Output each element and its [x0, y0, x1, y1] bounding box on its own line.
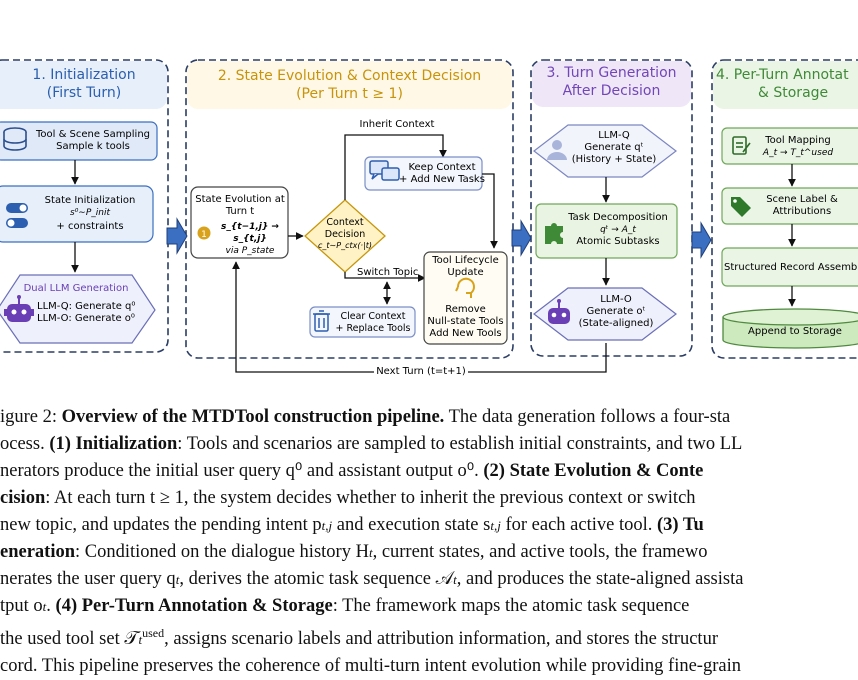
clear-context-text: Clear Context+ Replace Tools [335, 311, 411, 334]
scene-label-box [721, 187, 858, 225]
llm-q-text: LLM-Q Generate qᵗ (History + State) [571, 130, 657, 165]
tool-mapping-text: Tool Mapping A_t → T_t^used [762, 135, 834, 158]
tool-sampling-box [0, 121, 158, 161]
state-init-box [0, 185, 154, 243]
tool-lifecycle-box [423, 251, 508, 345]
puzzle-icon [545, 223, 563, 244]
toggle-icon [6, 203, 28, 228]
arrow-switch-topic [344, 272, 426, 282]
llm-q-hexagon [533, 124, 677, 178]
step-badge-icon [197, 226, 211, 240]
chat-bubbles-icon [369, 160, 400, 181]
svg-text:1: 1 [201, 230, 207, 240]
robot-icon-o [548, 299, 570, 324]
clear-context-box [309, 306, 416, 338]
arrow-inherit-context [344, 134, 447, 200]
robot-icon [4, 295, 34, 322]
panel2-title: 2. State Evolution & Context Decision(Pe… [217, 68, 482, 102]
state-evo-formula: s_{t−1,j} → s_{t,j}via P_state [221, 222, 279, 256]
pipeline-diagram: 1 [0, 59, 858, 373]
arrow-keep-to-lifecycle [482, 173, 498, 249]
switch-topic-label: Switch Topic [357, 267, 419, 278]
state-init-text: State Initialization s⁰∼P_init + constra… [44, 195, 136, 232]
clipboard-icon [732, 136, 751, 155]
storage-cylinder [722, 308, 858, 349]
next-turn-label: Next Turn (t=t+1) [376, 366, 466, 377]
scene-label-text: Scene Label &Attributions [766, 194, 838, 217]
panel-flow-arrows [166, 217, 712, 259]
inherit-context-label: Inherit Context [359, 119, 435, 130]
tag-icon [731, 197, 751, 217]
user-icon [547, 140, 567, 160]
structured-record-box [721, 247, 858, 287]
append-storage-text: Append to Storage [748, 326, 842, 337]
llm-o-hexagon [533, 287, 677, 341]
figure-caption: igure 2: Overview of the MTDTool constru… [0, 407, 744, 677]
refresh-icon [455, 277, 475, 298]
llm-o-text: LLM-O Generate oᵗ (State-aligned) [578, 294, 654, 329]
dual-llm-title: Dual LLM Generation [23, 283, 129, 294]
trash-icon [313, 310, 330, 332]
tool-mapping-box [721, 127, 858, 165]
dual-llm-hexagon [0, 274, 156, 344]
panel4-title: 4. Per-Turn Annotat& Storage [716, 67, 849, 101]
keep-context-text: Keep Context+ Add New Tasks [399, 162, 485, 185]
panel1-title: 1. Initialization(First Turn) [32, 67, 136, 101]
state-evolution-box [190, 186, 289, 259]
task-decomp-text: Task Decomposition qᵗ → A_t Atomic Subta… [568, 212, 668, 247]
database-icon [3, 127, 27, 151]
structured-record-text: Structured Record Assembl [724, 262, 858, 273]
